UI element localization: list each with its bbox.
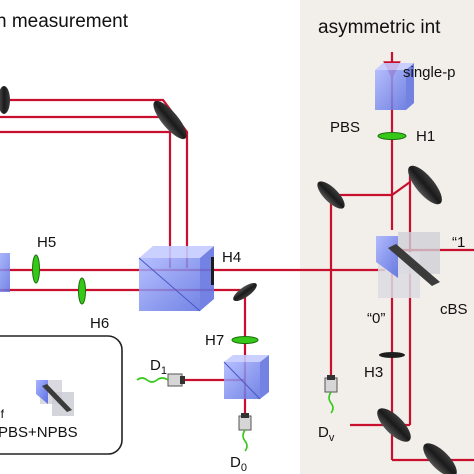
label-single-photon: single-p	[403, 64, 456, 81]
cbs-dark-mirror	[388, 244, 440, 286]
mirror-right-bottom-2	[423, 443, 457, 474]
detector-d0-icon	[238, 413, 252, 452]
label-path-one: “1	[452, 234, 465, 251]
mirror-right-top-left	[317, 181, 345, 209]
input-pbs-top	[375, 63, 414, 70]
beam-upper-loop-inner	[0, 115, 172, 268]
inset-legend: lf PBS+NPBS	[0, 335, 123, 455]
mirror-right-top-right	[408, 165, 442, 205]
label-d0-main: D	[230, 454, 241, 471]
label-path-zero: “0”	[367, 310, 385, 327]
label-dv-sub: v	[329, 432, 335, 444]
label-pbs: PBS	[330, 119, 360, 136]
label-d0-sub: 0	[241, 462, 247, 474]
label-h1: H1	[416, 128, 435, 145]
detector-d1-icon	[136, 373, 185, 387]
left-edge-cube	[0, 253, 10, 292]
waveplates	[32, 132, 407, 358]
mirrors	[0, 86, 457, 474]
waveplate-h6	[78, 277, 86, 305]
input-pbs-side	[406, 63, 414, 110]
detector-pbs-top	[224, 355, 269, 362]
waveplate-h3	[379, 352, 405, 358]
left-panel-title: n measurement	[0, 11, 129, 32]
label-h7: H7	[205, 332, 224, 349]
label-d1-sub: 1	[161, 365, 167, 377]
detector-dv-icon	[324, 375, 338, 414]
central-beamsplitter-top	[139, 246, 214, 258]
detector-pbs-side	[260, 355, 269, 399]
mirror-top-left	[0, 86, 10, 114]
input-pbs-front	[375, 70, 406, 110]
right-panel-title: asymmetric int	[318, 17, 441, 38]
waveplate-h7	[231, 336, 259, 344]
mirror-right-bottom	[377, 408, 411, 442]
label-d0: D0	[230, 454, 247, 474]
inset-dark-mirror	[42, 384, 72, 412]
beam-top-cross	[331, 181, 411, 197]
detector-pbs-diagonal	[223, 361, 261, 400]
label-cbs: cBS	[440, 301, 468, 318]
mirror-h7-fold	[233, 282, 257, 302]
waveplate-h1	[377, 132, 407, 140]
central-beamsplitter-diagonal	[138, 257, 201, 312]
label-dv-main: D	[318, 424, 329, 441]
mirror-top-right	[153, 100, 187, 140]
label-h5: H5	[37, 234, 56, 251]
waveplate-h4	[211, 257, 214, 285]
inset-line-1: lf	[0, 407, 5, 421]
optics-cubes	[0, 63, 440, 400]
label-d1: D1	[150, 357, 167, 377]
inset-line-2: PBS+NPBS	[0, 424, 78, 441]
component-labels: H5 H6 H4 H7 H1 H3 PBS cBS single-p “1 “0…	[37, 64, 468, 474]
waveplate-h5	[32, 254, 40, 284]
beam-upper-loop-outer	[0, 98, 189, 268]
central-beamsplitter-side	[200, 246, 214, 311]
label-h6: H6	[90, 315, 109, 332]
detectors	[136, 373, 338, 452]
label-h4: H4	[222, 249, 241, 266]
label-dv: Dv	[318, 424, 335, 444]
label-h3: H3	[364, 364, 383, 381]
label-d1-main: D	[150, 357, 161, 374]
